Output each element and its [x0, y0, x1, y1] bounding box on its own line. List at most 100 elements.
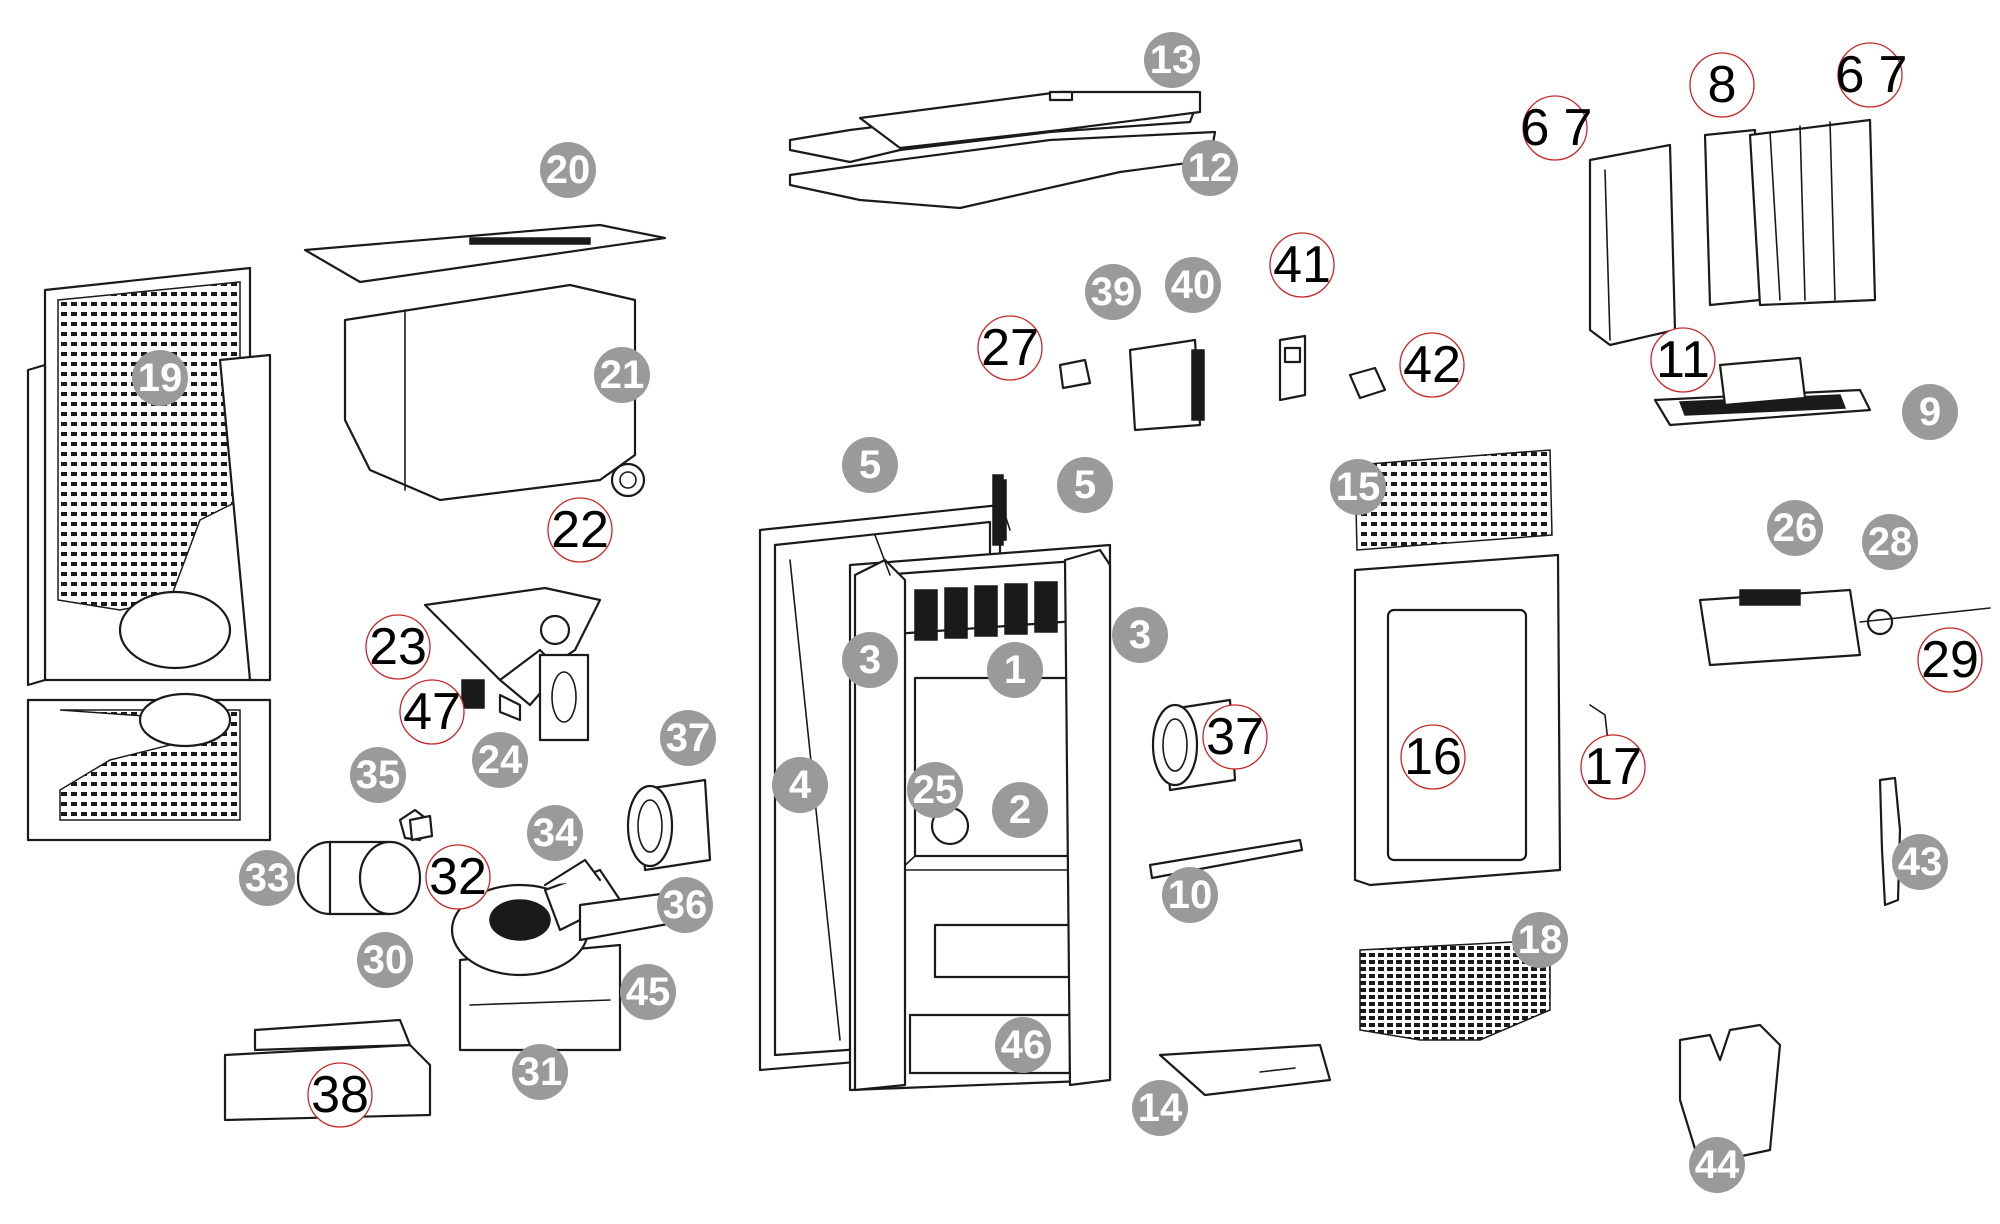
badge-36: 36 [657, 877, 713, 933]
badge-11: 11 [1650, 327, 1716, 393]
badge-22: 22 [547, 497, 613, 563]
badge-33-text: 33 [245, 856, 290, 900]
badge-1-text: 1 [1004, 648, 1026, 692]
badge-31-text: 31 [518, 1050, 563, 1094]
badge-47-text: 47 [403, 683, 461, 741]
badge-11-text: 11 [1656, 331, 1710, 389]
badge-30: 30 [357, 932, 413, 988]
badge-35-text: 35 [356, 753, 401, 797]
badge-14-text: 14 [1138, 1086, 1183, 1130]
front-door-parts [1353, 449, 1611, 1041]
badge-27-text: 27 [981, 319, 1039, 377]
badge-37-left-text: 37 [666, 716, 711, 760]
badge-25: 25 [907, 762, 963, 818]
badge-5-left-text: 5 [859, 443, 881, 487]
badge-3-right: 3 [1112, 607, 1168, 663]
badge-2: 2 [992, 782, 1048, 838]
badge-39: 39 [1085, 264, 1141, 320]
badge-16: 16 [1400, 724, 1466, 790]
badge-45: 45 [620, 964, 676, 1020]
badge-28-text: 28 [1868, 520, 1913, 564]
badge-19: 19 [132, 350, 188, 406]
badge-18-text: 18 [1518, 918, 1563, 962]
badge-23: 23 [365, 614, 431, 680]
badge-8: 8 [1689, 52, 1755, 118]
badge-2-text: 2 [1009, 788, 1031, 832]
badge-14: 14 [1132, 1080, 1188, 1136]
badge-29: 29 [1917, 627, 1983, 693]
badge-41-text: 41 [1273, 236, 1331, 294]
badge-26: 26 [1767, 500, 1823, 556]
badge-27: 27 [977, 315, 1043, 381]
badge-22-text: 22 [551, 501, 609, 559]
badge-29-text: 29 [1921, 631, 1979, 689]
badge-41: 41 [1269, 232, 1335, 298]
badge-37-right: 37 [1202, 704, 1268, 770]
duct-pieces-left [408, 778, 712, 872]
firebox-liners [1588, 118, 1877, 347]
badge-1: 1 [987, 642, 1043, 698]
hopper-assembly [303, 223, 667, 502]
badge-17: 17 [1580, 734, 1646, 800]
stove-body [758, 474, 1112, 1092]
badge-20: 20 [540, 142, 596, 198]
igniter-assembly [1698, 588, 1991, 667]
badge-24: 24 [472, 732, 528, 788]
badge-4: 4 [772, 757, 828, 813]
badge-21-text: 21 [600, 353, 645, 397]
badge-34: 34 [527, 805, 583, 861]
badge-13: 13 [1144, 32, 1200, 88]
badge-25-text: 25 [913, 768, 958, 812]
badge-15-text: 15 [1336, 465, 1381, 509]
badge-44-text: 44 [1695, 1143, 1740, 1187]
badge-5-right: 5 [1057, 457, 1113, 513]
badge-9-text: 9 [1919, 390, 1941, 434]
badge-7-right-text: 7 [1879, 46, 1908, 104]
badge-9: 9 [1902, 384, 1958, 440]
badge-46: 46 [995, 1017, 1051, 1073]
accessories [1678, 776, 1902, 1167]
badge-39-text: 39 [1091, 270, 1136, 314]
badge-6-left-text: 6 [1521, 99, 1550, 157]
badge-45-text: 45 [626, 970, 671, 1014]
badge-7-left-text: 7 [1564, 99, 1593, 157]
badge-37-left: 37 [660, 710, 716, 766]
badge-17-text: 17 [1584, 738, 1642, 796]
badge-3-left-text: 3 [859, 638, 881, 682]
badge-6-right-text: 6 [1836, 46, 1865, 104]
badge-12-text: 12 [1188, 146, 1233, 190]
badge-5-right-text: 5 [1074, 463, 1096, 507]
badge-30-text: 30 [363, 938, 408, 982]
badge-4-text: 4 [789, 763, 812, 807]
badge-36-text: 36 [663, 883, 708, 927]
badge-38-text: 38 [311, 1066, 369, 1124]
badge-12: 12 [1182, 140, 1238, 196]
feeder-assembly [423, 586, 602, 742]
badge-19-text: 19 [138, 356, 183, 400]
top-plates [788, 90, 1217, 210]
badge-40-text: 40 [1171, 263, 1216, 307]
badge-42-text: 42 [1403, 336, 1461, 394]
electronics-parts [1058, 334, 1387, 432]
badge-10: 10 [1162, 867, 1218, 923]
badge-32-text: 32 [429, 848, 487, 906]
badge-44: 44 [1689, 1137, 1745, 1193]
badge-20-text: 20 [546, 148, 591, 192]
badge-3-left: 3 [842, 632, 898, 688]
badge-3-right-text: 3 [1129, 613, 1151, 657]
badge-13-text: 13 [1150, 38, 1195, 82]
badge-8-text: 8 [1708, 56, 1737, 114]
badge-32: 32 [425, 844, 491, 910]
badge-28: 28 [1862, 514, 1918, 570]
side-grille-panels [26, 266, 272, 842]
badge-34-text: 34 [533, 811, 578, 855]
badge-23-text: 23 [369, 618, 427, 676]
badge-5-left: 5 [842, 437, 898, 493]
badge-37-right-text: 37 [1206, 708, 1264, 766]
badge-46-text: 46 [1001, 1023, 1046, 1067]
badge-33: 33 [239, 850, 295, 906]
burn-pot-tray [1653, 356, 1872, 427]
badge-38: 38 [307, 1062, 373, 1128]
